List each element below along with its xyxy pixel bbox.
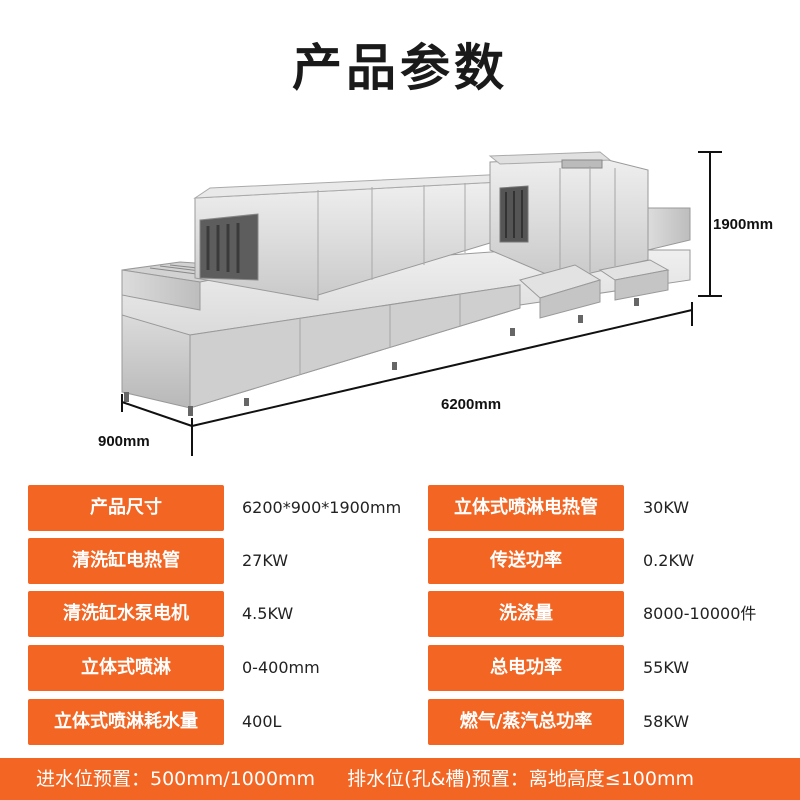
spec-label: 总电功率 — [428, 645, 624, 691]
footer-bar: 进水位预置：500mm/1000mm 排水位(孔&槽)预置：离地高度≤100mm — [0, 758, 800, 800]
spec-value: 0-400mm — [242, 658, 320, 677]
length-dimension-label: 6200mm — [441, 396, 502, 413]
spec-value: 30KW — [643, 498, 690, 517]
spec-value: 6200*900*1900mm — [242, 498, 402, 517]
spec-value: 400L — [242, 712, 282, 731]
spec-label: 清洗缸水泵电机 — [28, 591, 224, 637]
spec-value: 0.2KW — [643, 551, 695, 570]
spec-label: 燃气/蒸汽总功率 — [428, 699, 624, 745]
spec-label: 立体式喷淋电热管 — [428, 485, 624, 531]
height-dimension-label: 1900mm — [713, 216, 774, 233]
spec-label: 洗涤量 — [428, 591, 624, 637]
machine-illustration: 1900mm 6200mm 900mm — [0, 130, 800, 470]
spec-row: 清洗缸电热管 27KW 传送功率 0.2KW — [0, 538, 800, 584]
spec-value: 8000-10000件 — [643, 604, 757, 623]
dishwasher-drawing — [121, 151, 722, 456]
spec-label: 清洗缸电热管 — [28, 538, 224, 584]
spec-label: 产品尺寸 — [28, 485, 224, 531]
drain-preset-text: 排水位(孔&槽)预置：离地高度≤100mm — [347, 768, 694, 790]
inlet-preset-text: 进水位预置：500mm/1000mm — [36, 768, 316, 790]
spec-label: 传送功率 — [428, 538, 624, 584]
spec-value: 58KW — [643, 712, 690, 731]
spec-value: 27KW — [242, 551, 289, 570]
page-title: 产品参数 — [292, 39, 508, 97]
spec-row: 立体式喷淋 0-400mm 总电功率 55KW — [0, 645, 800, 691]
spec-row: 产品尺寸 6200*900*1900mm 立体式喷淋电热管 30KW — [0, 485, 800, 531]
spec-value: 4.5KW — [242, 604, 294, 623]
spec-row: 清洗缸水泵电机 4.5KW 洗涤量 8000-10000件 — [0, 591, 800, 637]
spec-value: 55KW — [643, 658, 690, 677]
spec-label: 立体式喷淋耗水量 — [28, 699, 224, 745]
spec-row: 立体式喷淋耗水量 400L 燃气/蒸汽总功率 58KW — [0, 699, 800, 745]
spec-label: 立体式喷淋 — [28, 645, 224, 691]
width-dimension-label: 900mm — [98, 433, 150, 450]
